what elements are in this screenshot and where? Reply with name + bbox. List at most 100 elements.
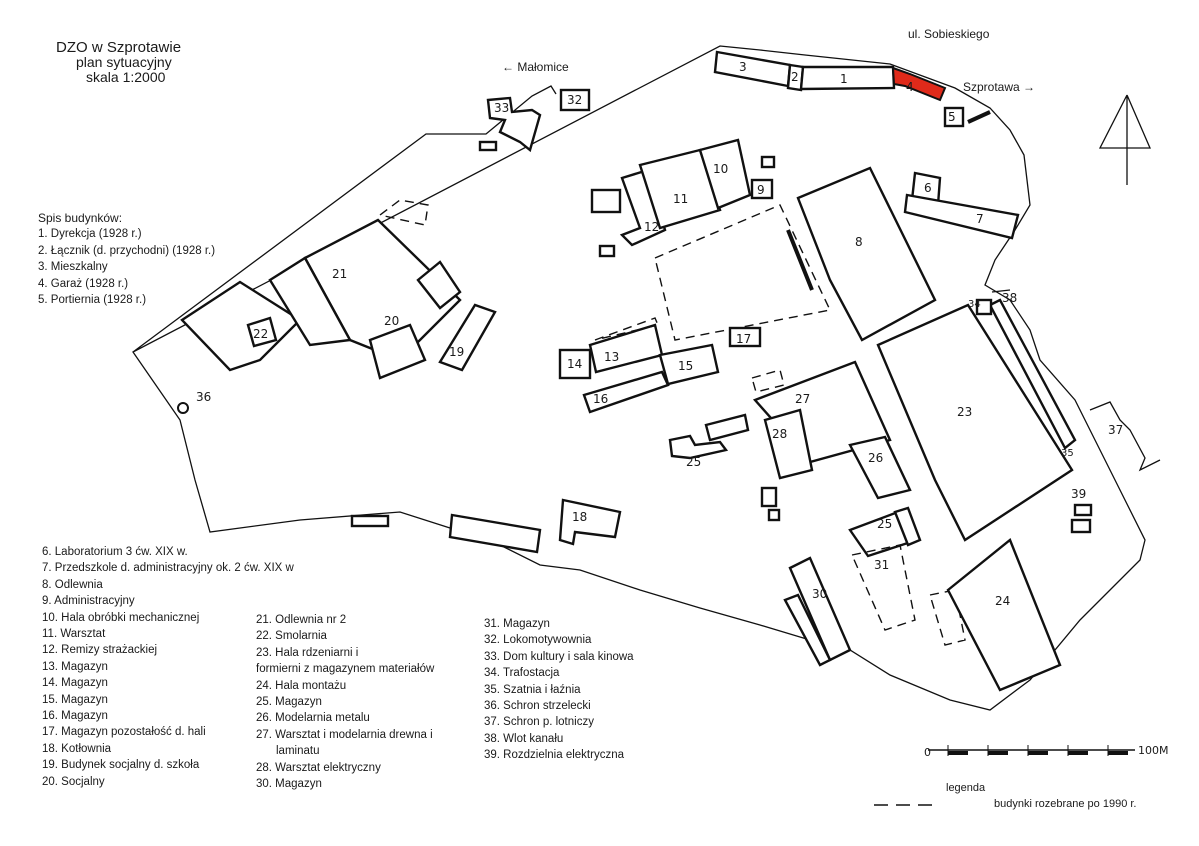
label-23: 23 <box>957 405 972 419</box>
label-31: 31 <box>874 558 889 572</box>
building-small-a <box>590 188 622 214</box>
legend-item-1: 1. Dyrekcja (1928 r.) <box>38 228 142 241</box>
canal-inlet-38 <box>991 289 1011 293</box>
demolished-31b <box>929 589 966 646</box>
building-small-d <box>760 486 778 508</box>
building-30 <box>788 556 852 662</box>
street-label: ul. Sobieskiego <box>908 27 990 41</box>
key-demolished: budynki rozebrane po 1990 r. <box>994 798 1137 810</box>
building-16 <box>582 370 670 414</box>
legend-item-33: 33. Dom kultury i sala kinowa <box>484 650 634 663</box>
building-17 <box>728 326 762 348</box>
building-32 <box>559 88 591 112</box>
legend-item-27-cont: laminatu <box>276 745 320 758</box>
demolished-31 <box>851 544 916 631</box>
building-15 <box>658 343 720 386</box>
legend-item-22: 22. Smolarnia <box>256 630 327 643</box>
legend-item-32: 32. Lokomotywownia <box>484 634 592 647</box>
building-39b <box>1070 518 1092 534</box>
label-30: 30 <box>812 587 827 601</box>
label-12: 12 <box>644 220 659 234</box>
label-6: 6 <box>924 181 932 195</box>
building-8 <box>796 166 937 342</box>
building-11 <box>638 148 722 230</box>
legend-item-14: 14. Magazyn <box>42 677 108 690</box>
map-title: DZO w Szprotawie plan sytuacyjny skala 1… <box>56 40 181 85</box>
legend-item-20: 20. Socjalny <box>42 775 105 788</box>
label-14: 14 <box>567 357 582 371</box>
building-25b <box>893 506 922 547</box>
legend-item-35: 35. Szatnia i łaźnia <box>484 683 581 696</box>
building-south-long <box>448 513 542 554</box>
building-26 <box>848 435 912 500</box>
direction-malomice: ← Małomice <box>502 60 569 74</box>
building-37 <box>1089 401 1161 472</box>
building-small-e <box>767 508 781 522</box>
building-5 <box>943 106 965 128</box>
scale-start: 0 <box>924 746 931 759</box>
building-28 <box>763 408 814 480</box>
title-line-2: plan sytuacyjny <box>76 54 172 70</box>
scale-end: 100M <box>1138 744 1169 757</box>
building-3 <box>713 50 792 88</box>
label-36: 36 <box>196 390 211 404</box>
label-22: 22 <box>253 327 268 341</box>
building-10 <box>698 138 752 210</box>
building-25-shed <box>704 413 750 442</box>
scale-bar: 0 100M <box>924 744 1169 759</box>
legend-item-31: 31. Magazyn <box>484 618 550 630</box>
label-32: 32 <box>567 93 582 107</box>
label-27: 27 <box>795 392 810 406</box>
legend-item-25: 25. Magazyn <box>256 696 322 709</box>
legend-item-39: 39. Rozdzielnia elektryczna <box>484 749 624 762</box>
legend-col-2: 21. Odlewnia nr 2 22. Smolarnia 23. Hala… <box>256 612 434 792</box>
legend-item-6: 6. Laboratorium 3 ćw. XIX w. <box>42 546 188 558</box>
legend-item-7: 7. Przedszkole d. administracyjny ok. 2 … <box>42 562 294 575</box>
direction-szprotawa: Szprotawa → <box>963 80 1035 94</box>
legend-item-17: 17. Magazyn pozostałość d. hali <box>42 726 206 739</box>
legend-item-19: 19. Budynek socjalny d. szkoła <box>42 759 200 772</box>
label-19: 19 <box>449 345 464 359</box>
label-10: 10 <box>713 162 728 176</box>
legend-item-23: 23. Hala rdzeniarni i <box>256 646 359 659</box>
north-arrow-icon <box>1098 94 1151 185</box>
label-21: 21 <box>332 267 347 281</box>
legend-col-1: 6. Laboratorium 3 ćw. XIX w. 7. Przedszk… <box>42 544 294 790</box>
label-37: 37 <box>1108 423 1123 437</box>
label-17: 17 <box>736 332 751 346</box>
legend-item-38: 38. Wlot kanału <box>484 732 564 745</box>
label-25-small: 25 <box>686 455 701 469</box>
legend-item-21: 21. Odlewnia nr 2 <box>256 614 347 626</box>
legend-item-3: 3. Mieszkalny <box>38 261 108 274</box>
title-line-3: skala 1:2000 <box>86 69 166 85</box>
demolished-27-annex <box>751 369 785 393</box>
key-heading: legenda <box>946 782 986 794</box>
label-28: 28 <box>772 427 787 441</box>
label-20: 20 <box>384 314 399 328</box>
legend-item-8: 8. Odlewnia <box>42 578 103 591</box>
building-35 <box>988 298 1077 450</box>
building-18 <box>558 498 622 546</box>
building-24 <box>946 538 1062 692</box>
legend-item-34: 34. Trafostacja <box>484 667 560 680</box>
building-21-wing <box>268 256 352 347</box>
label-33: 33 <box>494 101 509 115</box>
legend-item-16: 16. Magazyn <box>42 710 108 723</box>
entrance-arrow-icon <box>967 110 991 124</box>
building-39 <box>1073 503 1093 517</box>
legend-top: Spis budynków: 1. Dyrekcja (1928 r.) 2. … <box>38 210 215 308</box>
label-26: 26 <box>868 451 883 465</box>
legend-item-28: 28. Warsztat elektryczny <box>256 761 381 774</box>
label-16: 16 <box>593 392 608 406</box>
label-38: 38 <box>1002 291 1017 305</box>
demolished-hall <box>654 204 832 341</box>
label-11: 11 <box>673 192 688 206</box>
label-1: 1 <box>840 72 848 86</box>
building-9 <box>750 178 774 200</box>
legend-item-4: 4. Garaż (1928 r.) <box>38 277 129 290</box>
building-36 <box>177 402 189 414</box>
legend-heading: Spis budynków: <box>38 211 123 225</box>
demolished-21-annex <box>378 199 429 226</box>
title-line-1: DZO w Szprotawie <box>56 39 182 56</box>
label-39: 39 <box>1071 487 1086 501</box>
